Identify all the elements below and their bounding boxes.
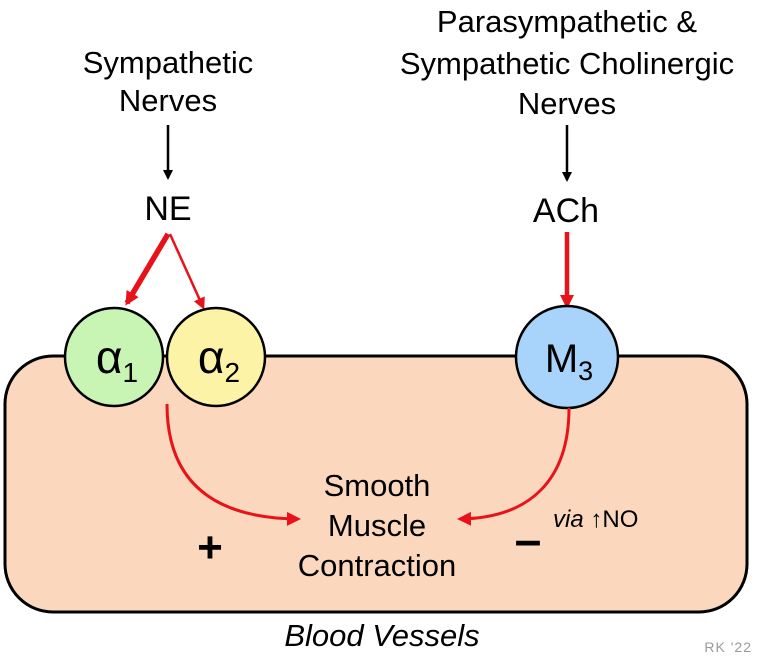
blood-vessel-cell xyxy=(3,354,749,614)
minus-sign: – xyxy=(515,514,542,567)
m3-receptor-label: M3 xyxy=(545,337,593,386)
ne-to-alpha1-arrow xyxy=(124,232,171,306)
m3-receptor: M3 xyxy=(514,304,620,410)
alpha2-receptor: α2 xyxy=(165,306,267,408)
blood-vessels-caption: Blood Vessels xyxy=(284,618,479,653)
ne-to-alpha2-arrow xyxy=(168,233,205,310)
author-credit: RK '22 xyxy=(704,639,752,655)
acetylcholine-label: ACh xyxy=(533,192,599,230)
parasympathetic-nerves-label-line1: Parasympathetic & xyxy=(437,4,697,39)
parasympathetic-nerves-label-line3: Nerves xyxy=(518,86,616,121)
sympathetic-nerves-label-line1: Sympathetic xyxy=(83,45,254,80)
sympathetic-nerves-label-line2: Nerves xyxy=(119,83,217,118)
m3-to-contraction-arrow xyxy=(457,407,571,526)
via-no-note: via ↑NO xyxy=(553,506,638,533)
norepinephrine-label: NE xyxy=(144,190,191,228)
effect-label-line1: Smooth xyxy=(324,468,431,503)
alpha2-receptor-label: α2 xyxy=(198,331,240,388)
alpha1-receptor-label: α1 xyxy=(96,331,138,388)
alpha-to-contraction-arrow xyxy=(165,403,301,526)
parasympathetic-nerves-label-line2: Sympathetic Cholinergic xyxy=(400,46,734,81)
effect-label-line2: Muscle xyxy=(328,508,426,543)
alpha1-receptor: α1 xyxy=(63,306,165,408)
effect-label-line3: Contraction xyxy=(298,548,457,583)
plus-sign: + xyxy=(197,523,223,572)
